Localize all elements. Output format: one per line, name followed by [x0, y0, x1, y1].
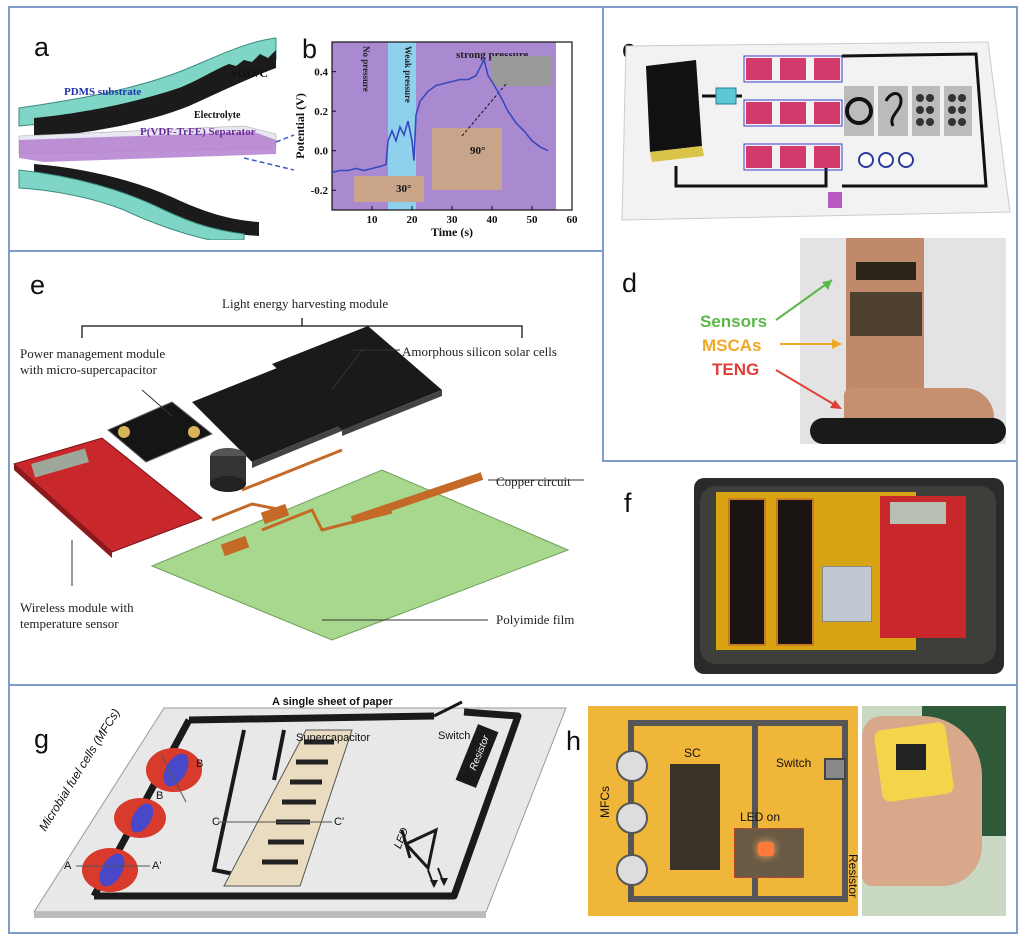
led-glow [758, 842, 774, 856]
xtick-label-5: 60 [567, 214, 579, 226]
resistor-label-h: Resistor [846, 854, 860, 899]
patch-chip [896, 744, 926, 770]
sc-label: SC [684, 746, 701, 760]
solar-strip-2 [776, 498, 814, 646]
c-label: C [212, 816, 220, 828]
sensor-patch [856, 262, 916, 280]
sensors-label: Sensors [700, 312, 768, 331]
mfc-1 [616, 750, 648, 782]
panel-f-label: f [624, 488, 632, 518]
xtick-label-4: 50 [527, 214, 539, 226]
layer-pdms-label: PDMS substrate [64, 86, 142, 98]
panel-g-label: g [34, 724, 50, 754]
power-module-label-1: Power management module [20, 346, 166, 361]
trace-top [628, 720, 848, 726]
layer-electrolyte-label: Electrolyte [194, 110, 241, 121]
trace-mid [752, 720, 758, 900]
a-prime-label: A' [152, 860, 162, 872]
arm-photo [862, 706, 1006, 916]
region-label-0: No pressure [361, 46, 371, 92]
ytick-label-2: 0.2 [314, 106, 328, 118]
xtick-label-3: 40 [487, 214, 499, 226]
sc-block [670, 764, 720, 870]
c-prime-label: C' [334, 816, 345, 828]
panel-e-label: e [30, 270, 46, 300]
copper-circuit-label: Copper circuit [496, 474, 571, 489]
ytick-label-3: 0.4 [314, 67, 328, 79]
y-axis-label: Potential (V) [293, 93, 307, 159]
switch-label: Switch [438, 730, 471, 742]
trace-bottom [628, 896, 848, 902]
panel-gh-border [8, 684, 1018, 934]
region-label-1: Weak pressure [403, 46, 413, 103]
ytick-label-1: 0.0 [314, 146, 328, 158]
panel-a-illustration [18, 37, 294, 240]
power-module-label-2: with micro-supercapacitor [20, 362, 157, 377]
layer-separator-label: P(VDF-TrFE) Separator [140, 126, 256, 138]
panel-b-label: b [302, 34, 318, 64]
led-on-label: LED on [740, 810, 781, 824]
lcd [890, 502, 946, 524]
panel-d-label: d [622, 268, 638, 298]
annotation-30: 30° [396, 183, 411, 195]
mscas-patch [850, 292, 922, 336]
panel-a-label: a [34, 32, 50, 62]
panel-e-exploded-view [13, 318, 584, 641]
panel-cd-border [602, 6, 1018, 462]
solar-cells-label: Amorphous silicon solar cells [402, 344, 557, 359]
switch-label-h: Switch [776, 756, 812, 770]
x-axis-label: Time (s) [431, 225, 473, 239]
annotation-90: 90° [470, 145, 485, 157]
mfc-3 [616, 854, 648, 886]
panel-h-label: h [566, 726, 582, 756]
power-board [822, 566, 872, 622]
a-label: A [64, 860, 72, 872]
light-module-label: Light energy harvesting module [222, 296, 389, 311]
layer-rgo-label: rGO/C [232, 66, 268, 80]
wireless-module-label-2: temperature sensor [20, 616, 119, 631]
xtick-label-0: 10 [367, 214, 379, 226]
device-photo [694, 478, 1004, 674]
panel-g-paper-circuit [33, 700, 567, 918]
xtick-label-2: 30 [447, 214, 459, 226]
sheet-label: A single sheet of paper [272, 696, 393, 708]
inset-photo-hand [432, 128, 502, 190]
polyimide-label: Polyimide film [496, 612, 575, 627]
panel-d-arrows [775, 279, 842, 409]
mfcs-label-h: MFCs [598, 786, 612, 818]
series-line [331, 57, 549, 174]
panel-c-circuit [621, 41, 1011, 221]
inset-photo-top [492, 56, 552, 86]
b-label-2: B [156, 790, 164, 802]
teng-label: TENG [712, 360, 760, 379]
b-label: B [196, 758, 204, 770]
mfc-2 [616, 802, 648, 834]
supercapacitor-label: Supercapacitor [296, 732, 370, 744]
trace-right [842, 720, 848, 900]
xtick-label-1: 20 [407, 214, 419, 226]
wireless-module-label-1: Wireless module with [20, 600, 134, 615]
solar-strip-1 [728, 498, 766, 646]
switch-button [824, 758, 846, 780]
inset-photo-finger [354, 176, 424, 202]
mscas-label: MSCAs [702, 336, 762, 355]
flip-flop [810, 418, 1006, 444]
paper-circuit-photo [588, 706, 858, 916]
ytick-label-0: -0.2 [311, 185, 329, 197]
